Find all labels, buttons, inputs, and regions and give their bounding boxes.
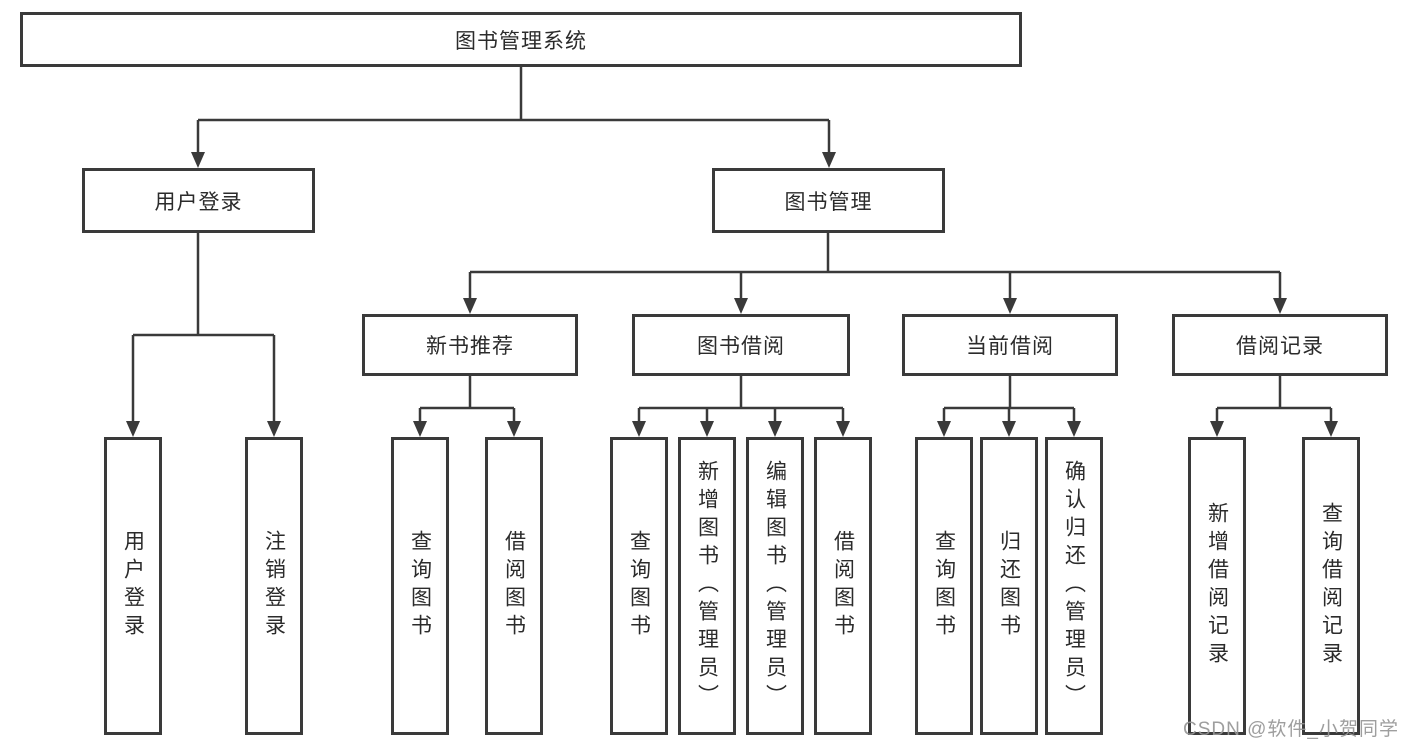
arrow-icon: [1067, 421, 1081, 437]
leaf-query-books-recommend: 查询图书: [391, 437, 449, 735]
node-book-management: 图书管理: [712, 168, 945, 233]
leaf-logout: 注销登录: [245, 437, 303, 735]
leaf-edit-book-admin: 编辑图书（管理员）: [746, 437, 804, 735]
node-book-borrowing: 图书借阅: [632, 314, 850, 376]
leaf-borrow-books-recommend: 借阅图书: [485, 437, 543, 735]
arrow-icon: [463, 298, 477, 314]
arrow-icon: [1324, 421, 1338, 437]
arrow-icon: [734, 298, 748, 314]
leaf-confirm-return-admin: 确认归还（管理员）: [1045, 437, 1103, 735]
leaf-query-borrow-record: 查询借阅记录: [1302, 437, 1360, 735]
arrow-icon: [507, 421, 521, 437]
node-library-system: 图书管理系统: [20, 12, 1022, 67]
leaf-query-books-current: 查询图书: [915, 437, 973, 735]
leaf-query-books-borrow: 查询图书: [610, 437, 668, 735]
arrowheads: [126, 152, 1338, 437]
leaf-user-login: 用户登录: [104, 437, 162, 735]
arrow-icon: [768, 421, 782, 437]
node-current-borrowing: 当前借阅: [902, 314, 1118, 376]
arrow-icon: [267, 421, 281, 437]
arrow-icon: [937, 421, 951, 437]
connector-path: [131, 67, 1333, 422]
arrow-icon: [632, 421, 646, 437]
leaf-borrow-books: 借阅图书: [814, 437, 872, 735]
node-borrowing-records: 借阅记录: [1172, 314, 1388, 376]
arrow-icon: [191, 152, 205, 168]
node-user-login: 用户登录: [82, 168, 315, 233]
arrow-icon: [1002, 421, 1016, 437]
arrow-icon: [126, 421, 140, 437]
node-new-book-recommend: 新书推荐: [362, 314, 578, 376]
arrow-icon: [836, 421, 850, 437]
arrow-icon: [1003, 298, 1017, 314]
leaf-add-book-admin: 新增图书（管理员）: [678, 437, 736, 735]
arrow-icon: [1210, 421, 1224, 437]
arrow-icon: [822, 152, 836, 168]
watermark: CSDN @软件_小贺同学: [1183, 719, 1399, 740]
leaf-add-borrow-record: 新增借阅记录: [1188, 437, 1246, 735]
arrow-icon: [413, 421, 427, 437]
arrow-icon: [1273, 298, 1287, 314]
leaf-return-book: 归还图书: [980, 437, 1038, 735]
arrow-icon: [700, 421, 714, 437]
